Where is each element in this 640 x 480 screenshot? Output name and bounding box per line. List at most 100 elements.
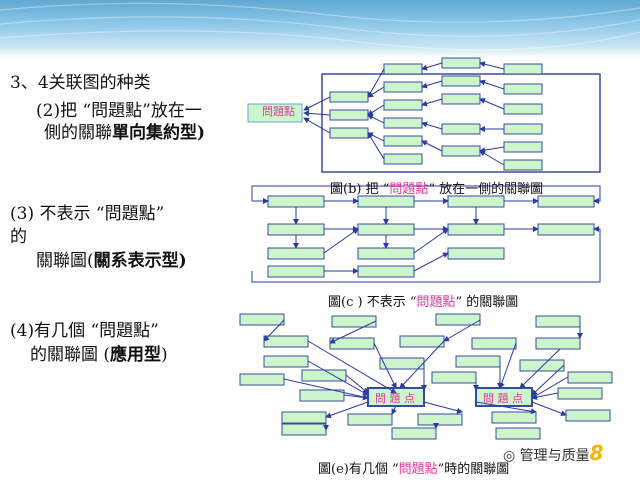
section-4-line2-bold: 應用型 [110,345,162,365]
diagram-e-node [567,371,613,384]
diagram-b-node [503,83,543,95]
diagram-e-node [239,373,285,386]
diagram-b-arrow [479,98,505,110]
diagram-e-arrow [423,401,463,414]
diagram-b-arrow [303,110,331,117]
diagram-e-node [455,355,501,368]
diagram-e-node [557,387,603,400]
diagram-b-node [383,81,423,93]
diagram-e-arrow [531,364,565,396]
diagram-b-caption: 圖(b) 把 “問題點” 放在一側的關聯圖 [330,178,543,197]
diagram-c-arrow [251,185,601,204]
diagram-e-caption: 圖(e)有几個 “問題點”時的關聯圖 [318,458,509,477]
diagram-e-arrow [325,401,369,419]
diagram-b-arrow [421,98,443,107]
diagram-e-arrow [399,340,445,389]
section-3-line2: 的 [10,227,27,247]
diagram-c-arrow [413,228,449,254]
diagram-b-arrow [479,61,505,70]
section-2-line2-bold: 單向集約型) [112,123,206,143]
diagram-b-arrow [367,132,385,160]
diagram-e-arrow [443,319,481,342]
diagram-b-arrow [479,146,505,154]
header-band [0,0,640,58]
diagram-e-node [239,313,285,326]
diagram-b-problem-label: 問題點 [262,105,295,118]
diagram-c-caption: 圖(c ) 不表示 “問題點” 的關聯圖 [328,291,518,310]
caption-c-prefix: 圖(c ) 不表示 “ [328,295,417,310]
diagram-e-arrow [498,342,517,389]
diagram-c-node [267,247,325,260]
section-3-line1: (3) 不表示 “問題點” [10,204,165,224]
header-decoration [0,2,640,51]
diagram-e-arrow [531,392,559,401]
diagram-c-node [537,223,595,236]
diagram-e-arrow [283,378,369,400]
slide-heading: 3、4关联图的种类 [10,73,151,93]
diagram-b-node [383,117,423,129]
diagram-b-node [503,63,543,75]
diagram-e-node [399,335,445,348]
watermark-mark: 8 [589,441,604,465]
diagram-c-node [537,195,595,208]
diagram-e-arrow [263,319,285,342]
diagram-c-node [267,195,325,208]
diagram-e-arrow [343,394,369,401]
watermark-logo: ◎ 管理与质量8 [503,441,604,465]
diagram-e-node [435,313,481,326]
diagram-b-node [383,99,423,111]
diagram-e-node [331,315,377,328]
diagram-e [239,313,613,440]
diagram-e-arrow [391,405,397,415]
diagram-e-node [535,337,581,350]
diagram-e-node [431,371,477,384]
diagram-e-arrow [345,374,369,394]
diagram-e-node [263,335,309,348]
diagram-c-arrow [323,228,359,254]
diagram-e-arrow [373,342,397,389]
section-4-line2: 的關聯圖 (應用型) [30,344,168,366]
diagram-e-problem-label-2: 問 題 点 [483,392,523,405]
caption-e-highlight: 問題點 [398,462,438,477]
diagram-b-arrow [367,104,385,116]
diagram-b-node [503,123,543,135]
diagram-b-arrow [421,140,443,152]
diagram-e-arrow [519,348,561,389]
caption-e-prefix: 圖(e)有几個 “ [318,462,399,477]
wechat-icon: ◎ [503,448,516,464]
diagram-b-arrow [421,121,443,130]
diagram-b-arrow [303,117,331,134]
diagram-b-node [441,75,481,87]
diagram-c-node [447,223,505,236]
diagram-e-node [491,411,537,424]
section-3-line3-normal: 關聯圖( [36,251,94,271]
diagram-c-node [447,195,505,208]
diagram-b-node [503,141,543,153]
section-3-line3-bold: 關系表示型) [93,251,187,271]
diagram-b [247,57,601,173]
diagram-c-node [267,265,325,278]
caption-b-prefix: 圖(b) 把 “ [330,182,390,197]
section-4-line2-end: ) [161,345,168,365]
diagram-b-arrow [421,80,443,89]
diagram-b-frame [321,73,601,173]
diagram-b-node [441,57,481,69]
diagram-e-node [281,411,327,424]
diagram-e-arrow [307,340,397,394]
diagram-e-node [379,357,425,370]
caption-c-highlight: 問題點 [416,295,456,310]
diagram-b-node [383,153,423,165]
diagram-e-arrow [329,320,377,344]
diagram-b-arrow [367,68,385,98]
diagram-b-node [441,123,481,135]
diagram-c-node [447,247,505,260]
diagram-b-arrow [367,86,385,98]
diagram-b-node [383,135,423,147]
diagram-b-node [383,63,423,75]
diagram-b-node [503,159,543,171]
diagram-b-node [441,145,481,157]
diagram-b-arrow [421,62,443,71]
diagram-e-node [263,355,309,368]
diagram-e-node [347,413,393,426]
